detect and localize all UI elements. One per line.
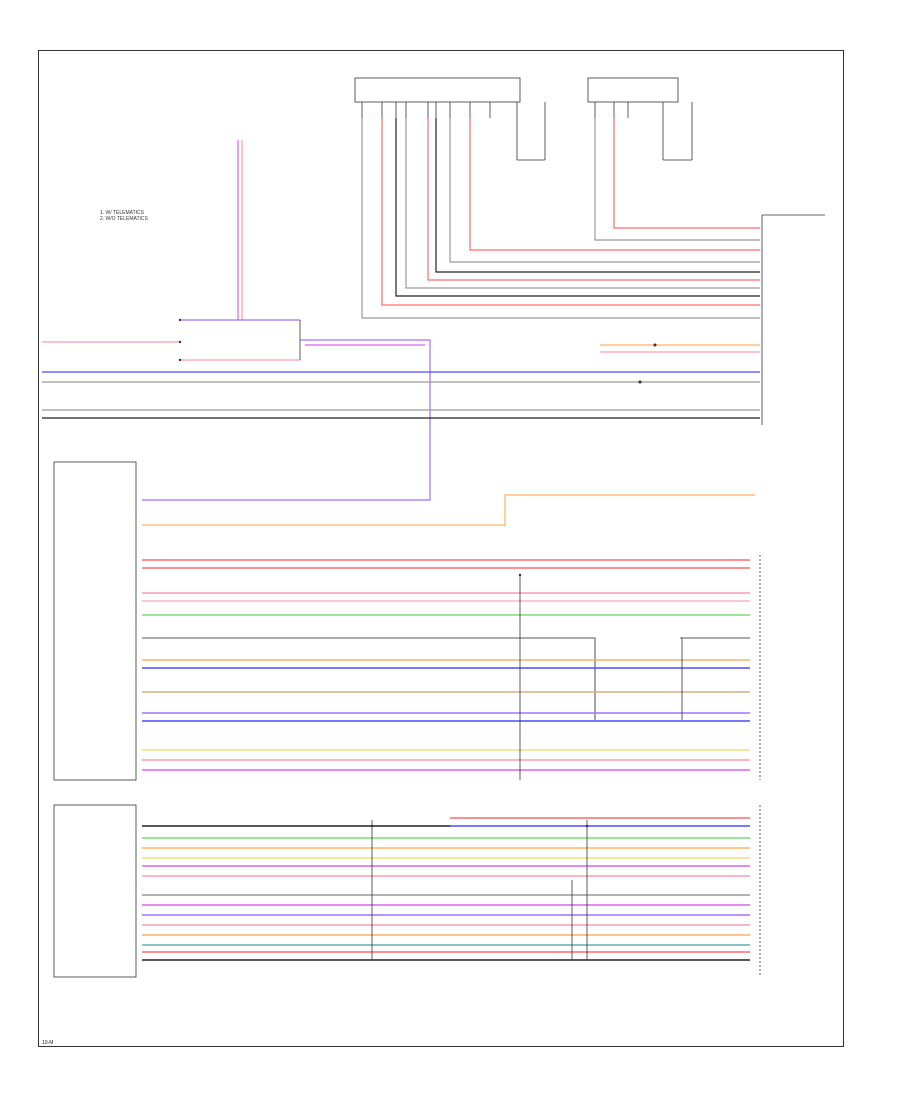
module-left-middle [53, 461, 137, 781]
splice-points [178, 318, 657, 828]
legend-notes: 1. W/ TELEMATICS 2. W/O TELEMATICS [100, 210, 148, 222]
antenna-wires [361, 118, 760, 319]
main-bus [42, 344, 760, 419]
antenna-pins [361, 102, 693, 160]
optical-wire [142, 494, 755, 526]
legend-line-2: 2. W/O TELEMATICS [100, 216, 148, 222]
module-left-bottom [53, 804, 137, 978]
connector-antenna-2 [587, 77, 679, 103]
diagram-frame [38, 50, 844, 1047]
module-top-right [761, 214, 825, 425]
legend-line-1: 1. W/ TELEMATICS [100, 210, 144, 216]
middle-wires [142, 559, 750, 771]
connector-antenna-1 [354, 77, 521, 103]
telematics-wires [42, 140, 431, 501]
diagram-id: 10-M [42, 1040, 54, 1046]
bottom-wires [142, 817, 750, 961]
